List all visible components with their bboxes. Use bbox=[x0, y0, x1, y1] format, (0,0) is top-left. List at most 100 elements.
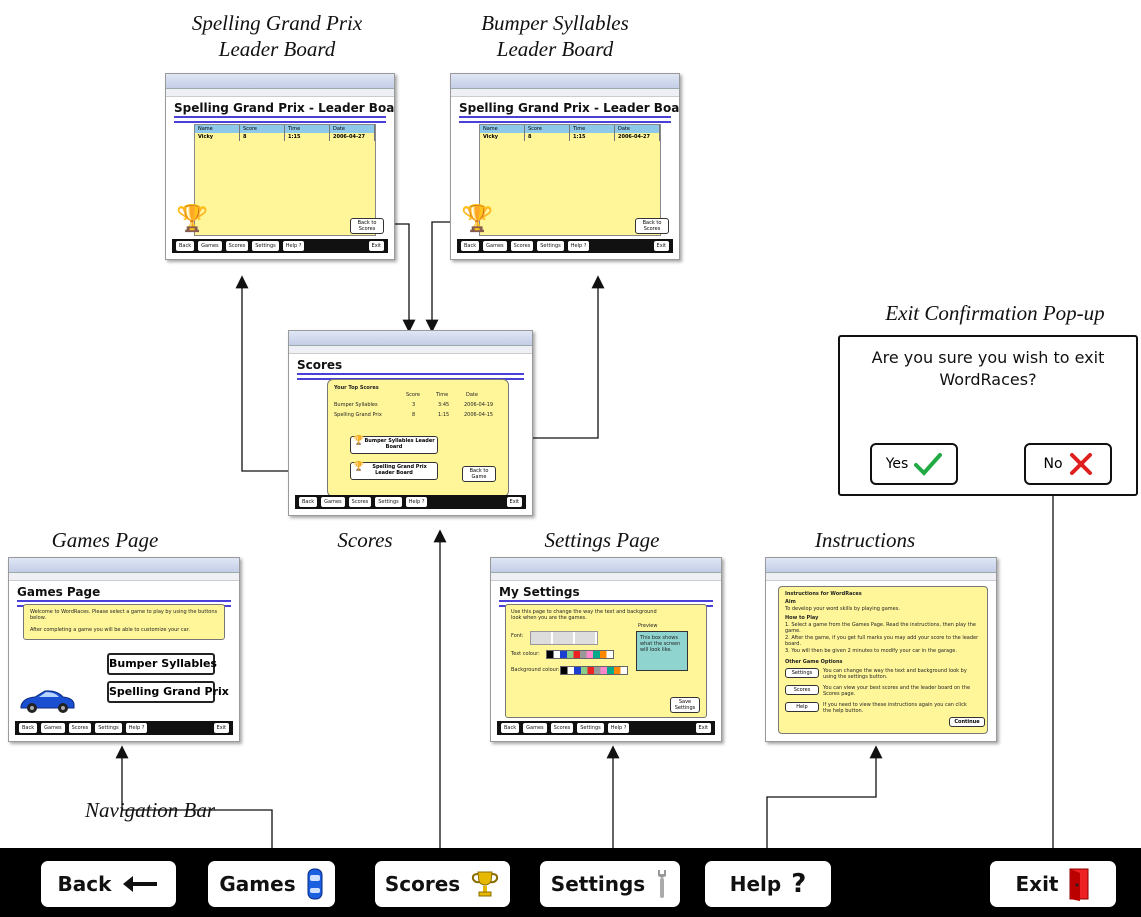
mini-nav-settings[interactable]: Settings bbox=[537, 241, 564, 251]
scores-mini-button[interactable]: Scores bbox=[785, 685, 819, 695]
mini-nav-settings[interactable]: Settings bbox=[577, 723, 604, 733]
browser-toolbar bbox=[289, 331, 532, 346]
question-icon: ? bbox=[791, 869, 807, 899]
mini-nav-settings[interactable]: Settings bbox=[375, 497, 402, 507]
mini-nav-scores[interactable]: Scores bbox=[550, 723, 574, 733]
mini-nav-bar: Back Games Scores Settings Help ? Exit bbox=[295, 495, 526, 509]
col-header: Date bbox=[466, 392, 478, 398]
mini-nav-exit[interactable]: Exit bbox=[695, 723, 711, 733]
col-header: Date bbox=[615, 125, 660, 133]
save-settings-button[interactable]: Save Settings bbox=[670, 697, 700, 713]
col-header: Score bbox=[240, 125, 285, 133]
mini-nav-help[interactable]: Help ? bbox=[405, 497, 428, 507]
settings-mini-button[interactable]: Settings bbox=[785, 668, 819, 678]
mini-nav-scores[interactable]: Scores bbox=[68, 723, 92, 733]
mini-nav-settings[interactable]: Settings bbox=[95, 723, 122, 733]
continue-button[interactable]: Continue bbox=[949, 717, 985, 727]
settings-page-screenshot: My Settings Use this page to change the … bbox=[490, 557, 722, 742]
cell: 8 bbox=[525, 133, 570, 141]
page-title: My Settings bbox=[499, 585, 580, 599]
browser-addressbar bbox=[766, 573, 996, 581]
yes-button[interactable]: Yes bbox=[870, 443, 958, 485]
check-icon bbox=[914, 453, 943, 476]
button-label: Bumper Syllables Leader Board bbox=[364, 438, 435, 450]
mini-nav-settings[interactable]: Settings bbox=[252, 241, 279, 251]
help-mini-button[interactable]: Help bbox=[785, 702, 819, 712]
aim-text: To develop your word skills by playing g… bbox=[785, 606, 900, 612]
cell: 3 bbox=[412, 402, 416, 408]
help-button[interactable]: Help ? bbox=[705, 861, 831, 907]
games-page-screenshot: Games Page Welcome to WordRaces. Please … bbox=[8, 557, 240, 742]
caption-line: Leader Board bbox=[496, 37, 614, 61]
mini-nav-back[interactable]: Back bbox=[501, 723, 520, 733]
spelling-leaderboard-button[interactable]: 🏆 Spelling Grand Prix Leader Board bbox=[350, 462, 438, 480]
mini-nav-games[interactable]: Games bbox=[321, 497, 345, 507]
text-colour-swatches[interactable] bbox=[546, 650, 614, 659]
navigation-bar: Back Games Scores Settings Help ? Exit bbox=[0, 848, 1141, 917]
mini-nav-help[interactable]: Help ? bbox=[125, 723, 148, 733]
font-options[interactable] bbox=[530, 631, 598, 645]
page-title: Spelling Grand Prix - Leader Board bbox=[174, 101, 395, 115]
mini-nav-exit[interactable]: Exit bbox=[213, 723, 229, 733]
col-header: Time bbox=[570, 125, 615, 133]
mini-nav-games[interactable]: Games bbox=[41, 723, 65, 733]
mini-nav-bar: Back Games Scores Settings Help ? Exit bbox=[172, 239, 388, 253]
games-info-panel: Welcome to WordRaces. Please select a ga… bbox=[23, 604, 225, 640]
browser-toolbar bbox=[451, 74, 679, 89]
mini-nav-back[interactable]: Back bbox=[299, 497, 318, 507]
no-button[interactable]: No bbox=[1024, 443, 1112, 485]
col-header: Score bbox=[406, 392, 421, 398]
car-icon bbox=[307, 868, 323, 900]
settings-button[interactable]: Settings bbox=[540, 861, 680, 907]
mini-nav-back[interactable]: Back bbox=[19, 723, 38, 733]
trophy-icon: 🏆 bbox=[353, 436, 365, 446]
spelling-grand-prix-button[interactable]: Spelling Grand Prix bbox=[107, 681, 229, 703]
games-button[interactable]: Games bbox=[208, 861, 335, 907]
back-button[interactable]: Back bbox=[41, 861, 176, 907]
mini-nav-scores[interactable]: Scores bbox=[510, 241, 534, 251]
spelling-leaderboard-screenshot: Spelling Grand Prix - Leader Board Name … bbox=[165, 73, 395, 260]
mini-nav-games[interactable]: Games bbox=[198, 241, 222, 251]
col-header: Name bbox=[480, 125, 525, 133]
settings-panel: Use this page to change the way the text… bbox=[505, 604, 707, 718]
mini-nav-scores[interactable]: Scores bbox=[225, 241, 249, 251]
how-step: 1. Select a game from the Games Page. Re… bbox=[785, 622, 976, 634]
table-row: Vicky 8 1:15 2006-04-27 bbox=[480, 133, 660, 141]
how-step: 3. You will then be given 2 minutes to m… bbox=[785, 648, 957, 654]
caption-line: Bumper Syllables bbox=[481, 11, 629, 35]
no-label: No bbox=[1043, 456, 1063, 472]
mini-nav-exit[interactable]: Exit bbox=[368, 241, 384, 251]
door-icon bbox=[1069, 868, 1089, 901]
text-colour-label: Text colour: bbox=[511, 651, 540, 657]
settings-label: Settings bbox=[550, 872, 646, 896]
mini-nav-bar: Back Games Scores Settings Help ? Exit bbox=[497, 721, 715, 735]
exit-label: Exit bbox=[1015, 872, 1059, 896]
bg-colour-swatches[interactable] bbox=[560, 666, 628, 675]
mini-nav-back[interactable]: Back bbox=[461, 241, 480, 251]
mini-nav-scores[interactable]: Scores bbox=[348, 497, 372, 507]
back-to-scores-button[interactable]: Back to Scores bbox=[350, 218, 384, 234]
option-text: You can change the way the text and back… bbox=[823, 668, 967, 680]
mini-nav-help[interactable]: Help ? bbox=[282, 241, 305, 251]
intro-text: Use this page to change the way the text… bbox=[511, 609, 657, 621]
exit-message-line: WordRaces? bbox=[939, 370, 1037, 389]
mini-nav-help[interactable]: Help ? bbox=[607, 723, 630, 733]
mini-nav-exit[interactable]: Exit bbox=[506, 497, 522, 507]
mini-nav-exit[interactable]: Exit bbox=[653, 241, 669, 251]
scores-button[interactable]: Scores bbox=[375, 861, 510, 907]
games-label: Games bbox=[219, 872, 296, 896]
back-to-game-button[interactable]: Back to Game bbox=[462, 466, 496, 482]
mini-nav-games[interactable]: Games bbox=[523, 723, 547, 733]
x-icon bbox=[1069, 453, 1092, 475]
bumper-syllables-button[interactable]: Bumper Syllables bbox=[107, 653, 217, 675]
mini-nav-back[interactable]: Back bbox=[176, 241, 195, 251]
exit-button[interactable]: Exit bbox=[990, 861, 1116, 907]
mini-nav-games[interactable]: Games bbox=[483, 241, 507, 251]
caption-instructions: Instructions bbox=[814, 528, 916, 552]
mini-nav-help[interactable]: Help ? bbox=[567, 241, 590, 251]
bumper-leaderboard-button[interactable]: 🏆 Bumper Syllables Leader Board bbox=[350, 436, 438, 454]
bg-colour-label: Background colour: bbox=[511, 667, 560, 673]
back-to-scores-button[interactable]: Back to Scores bbox=[635, 218, 669, 234]
font-label: Font: bbox=[511, 633, 524, 639]
exit-message: Are you sure you wish to exit WordRaces? bbox=[840, 347, 1136, 391]
